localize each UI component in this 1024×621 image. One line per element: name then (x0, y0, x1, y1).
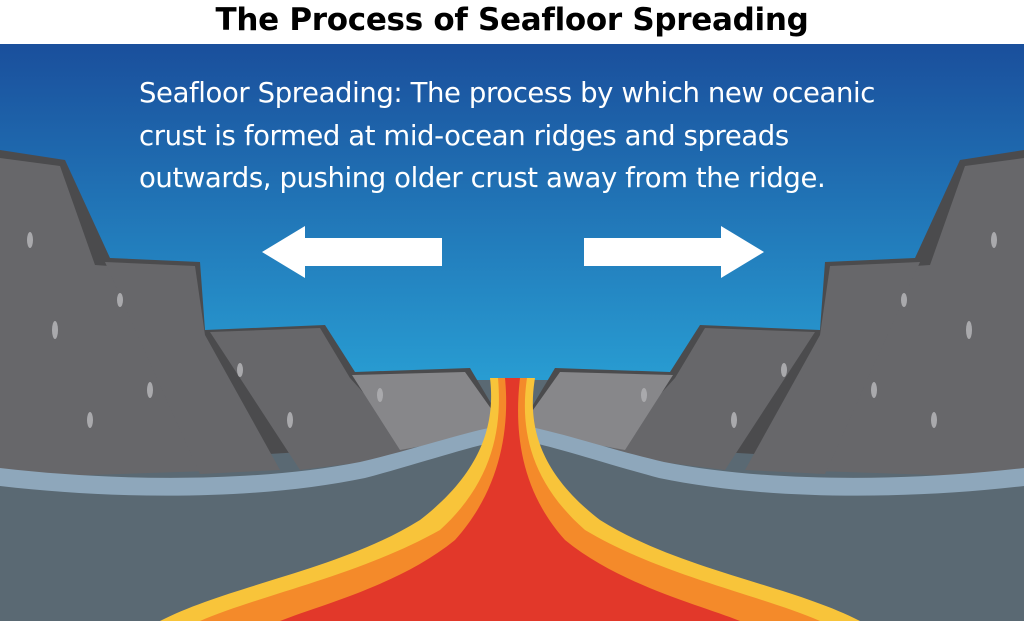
right-arrow (584, 226, 764, 278)
page-title: The Process of Seafloor Spreading (215, 2, 809, 38)
left-cliff-middle (105, 262, 280, 474)
right-cliff-inner (605, 328, 815, 470)
left-cliff-edge (352, 372, 500, 450)
crust-band-right (519, 425, 1024, 496)
rock-speckles (27, 232, 997, 428)
right-cliff-middle (745, 262, 920, 474)
description-line-1: Seafloor Spreading: The process by which… (139, 77, 875, 109)
left-cliff-inner (210, 328, 420, 470)
description-line-3: outwards, pushing older crust away from … (139, 162, 826, 194)
magma-core (280, 378, 740, 621)
left-arrow (262, 226, 442, 278)
description-text: Seafloor Spreading: The process by which… (139, 72, 959, 200)
magma-plume (160, 378, 860, 621)
crust-band-left (0, 425, 505, 496)
description-line-2: crust is formed at mid-ocean ridges and … (139, 119, 789, 152)
right-cliff-edge (525, 372, 673, 450)
